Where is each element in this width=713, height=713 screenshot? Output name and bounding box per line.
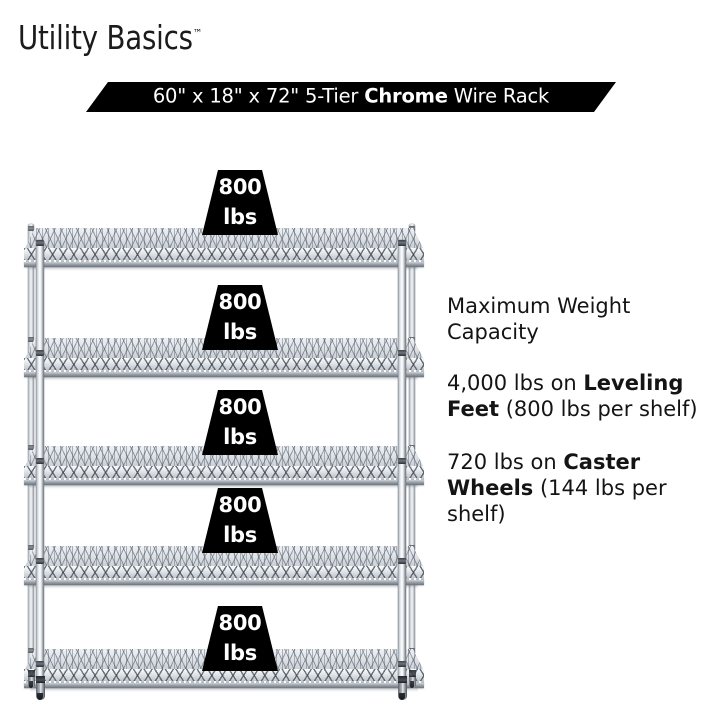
front-post-right xyxy=(398,240,406,680)
shelf-front-rail xyxy=(24,260,424,267)
shelf-shadow xyxy=(30,585,418,589)
title-prefix: 60" x 18" x 72" 5-Tier xyxy=(152,84,365,108)
leveling-foot-rear-left xyxy=(27,670,35,688)
product-title-banner: 60" x 18" x 72" 5-Tier Chrome Wire Rack xyxy=(86,82,616,112)
shelf-front-rail xyxy=(24,478,424,485)
badge-weight-value: 800 xyxy=(218,290,262,315)
shelf-truss-band xyxy=(24,466,424,479)
front-post-left xyxy=(36,240,44,680)
foot-tip xyxy=(399,693,405,700)
shelf-front-rail xyxy=(24,370,424,377)
badge-weight-value: 800 xyxy=(218,395,262,420)
copy-spacer xyxy=(447,422,702,449)
foot-tip xyxy=(410,681,414,688)
post-collar xyxy=(398,661,406,667)
shelf-front-rail xyxy=(24,681,424,688)
badge-weight-unit: lbs xyxy=(223,640,257,665)
brand-logo: Utility Basics™ xyxy=(18,21,202,54)
shelf-truss-band xyxy=(24,248,424,261)
capacity-heading-line1: Maximum Weight xyxy=(447,294,631,318)
shelf-front-rail xyxy=(24,578,424,585)
post-collar xyxy=(36,558,44,564)
post-collar xyxy=(398,458,406,464)
shelf-shadow xyxy=(30,267,418,271)
badge-weight-unit: lbs xyxy=(223,424,257,449)
shelf-shadow xyxy=(30,485,418,489)
post-collar xyxy=(36,240,44,246)
shelf-mesh-deck xyxy=(24,546,424,568)
shelf-truss-band xyxy=(24,669,424,682)
leveling-feet-capacity: 4,000 lbs on Leveling Feet (800 lbs per … xyxy=(447,370,702,422)
leveling-tail: (800 lbs per shelf) xyxy=(499,397,698,422)
caster-wheels-capacity: 720 lbs on Caster Wheels (144 lbs per sh… xyxy=(447,449,702,527)
post-collar xyxy=(28,226,34,231)
leveling-foot-front-left xyxy=(35,676,45,700)
foot-tip xyxy=(29,681,33,688)
shelf-shadow xyxy=(30,377,418,381)
post-collar xyxy=(28,445,34,450)
post-collar xyxy=(36,661,44,667)
trademark-symbol: ™ xyxy=(192,27,203,40)
foot-band xyxy=(35,676,45,683)
caster-tail: (144 lbs per shelf) xyxy=(447,476,667,527)
weight-badge-tier-1: 800 lbs xyxy=(202,170,278,235)
product-title-text: 60" x 18" x 72" 5-Tier Chrome Wire Rack xyxy=(152,84,550,108)
leveling-bold: Leveling Feet xyxy=(447,371,684,422)
caster-lead: 720 lbs on xyxy=(447,450,564,475)
badge-weight-unit: lbs xyxy=(223,204,257,229)
post-collar xyxy=(36,350,44,356)
post-collar xyxy=(398,350,406,356)
caster-bold: Caster Wheels xyxy=(447,450,641,501)
leveling-foot-front-right xyxy=(397,676,407,700)
title-suffix: Wire Rack xyxy=(447,84,550,108)
badge-weight-unit: lbs xyxy=(223,319,257,344)
shelf-mesh-deck xyxy=(24,446,424,468)
post-collar xyxy=(28,648,34,653)
shelf-truss-band xyxy=(24,358,424,371)
post-collar xyxy=(398,558,406,564)
foot-tip xyxy=(37,693,43,700)
brand-name: Utility Basics xyxy=(18,18,193,57)
badge-weight-value: 800 xyxy=(218,175,262,200)
post-collar xyxy=(28,337,34,342)
badge-weight-value: 800 xyxy=(218,493,262,518)
capacity-heading-line2: Capacity xyxy=(447,320,539,345)
foot-band xyxy=(408,670,416,677)
shelf-shadow xyxy=(30,688,418,692)
leveling-lead: 4,000 lbs on xyxy=(447,371,584,396)
foot-band xyxy=(27,670,35,677)
post-collar xyxy=(398,240,406,246)
leveling-foot-rear-right xyxy=(408,670,416,688)
post-collar xyxy=(36,458,44,464)
wire-rack-illustration xyxy=(24,222,436,700)
shelf-truss-band xyxy=(24,566,424,579)
title-emphasis: Chrome xyxy=(364,84,448,108)
rear-post-left xyxy=(28,224,34,676)
badge-weight-unit: lbs xyxy=(223,522,257,547)
copy-spacer xyxy=(447,345,702,370)
badge-weight-value: 800 xyxy=(218,611,262,636)
foot-band xyxy=(397,676,407,683)
capacity-copy-block: Maximum Weight Capacity 4,000 lbs on Lev… xyxy=(447,293,702,527)
shelf-mesh-deck xyxy=(24,228,424,250)
post-collar xyxy=(28,545,34,550)
